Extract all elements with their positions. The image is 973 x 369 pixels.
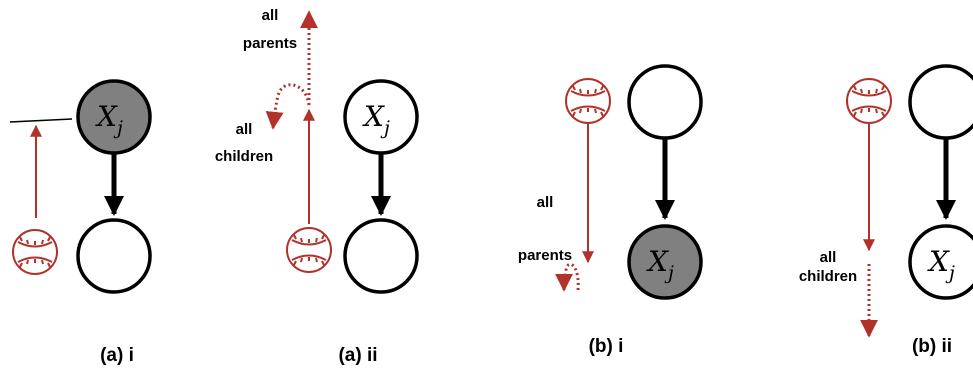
node-xj-label: Xj [646, 245, 674, 284]
annotation-all-parents-2: parents [518, 247, 572, 264]
panel-a-ii: Xj all parents all children (a) ii [215, 7, 419, 366]
annotation-all-children-1: all [820, 249, 837, 266]
baseball-icon [286, 227, 332, 273]
annotation-all-parents-2: parents [243, 35, 297, 52]
node-xj-label: Xj [927, 245, 955, 284]
node-parent [627, 64, 703, 140]
panel-caption: (b) i [589, 336, 624, 357]
node-parent [908, 64, 973, 140]
panel-caption: (a) ii [338, 345, 377, 366]
annotation-all-children-1: all [236, 121, 253, 138]
annotation-all-children-2: children [799, 268, 857, 285]
node-xj [908, 224, 973, 300]
annotation-all-parents-1: all [262, 7, 279, 24]
panel-caption: (a) i [100, 345, 134, 366]
annotation-all-parents-1: all [537, 194, 554, 211]
path-bounce-to-parents [555, 262, 580, 292]
node-xj-observed [627, 224, 703, 300]
baseball-icon [12, 229, 58, 275]
panel-b-i: Xj all parents (b) i [518, 64, 703, 357]
panel-b-ii: Xj all children (b) ii [799, 64, 973, 357]
node-child [76, 218, 152, 294]
panel-caption: (b) ii [912, 336, 952, 357]
blocking-line [9, 118, 73, 123]
panel-a-i: Xj (a) i [9, 79, 152, 366]
annotation-all-children-2: children [215, 148, 273, 165]
baseball-icon [846, 78, 892, 124]
baseball-icon [565, 78, 611, 124]
node-xj-label: Xj [362, 100, 390, 139]
node-xj-label: Xj [95, 100, 123, 139]
path-to-children [265, 83, 311, 130]
node-child [343, 218, 419, 294]
